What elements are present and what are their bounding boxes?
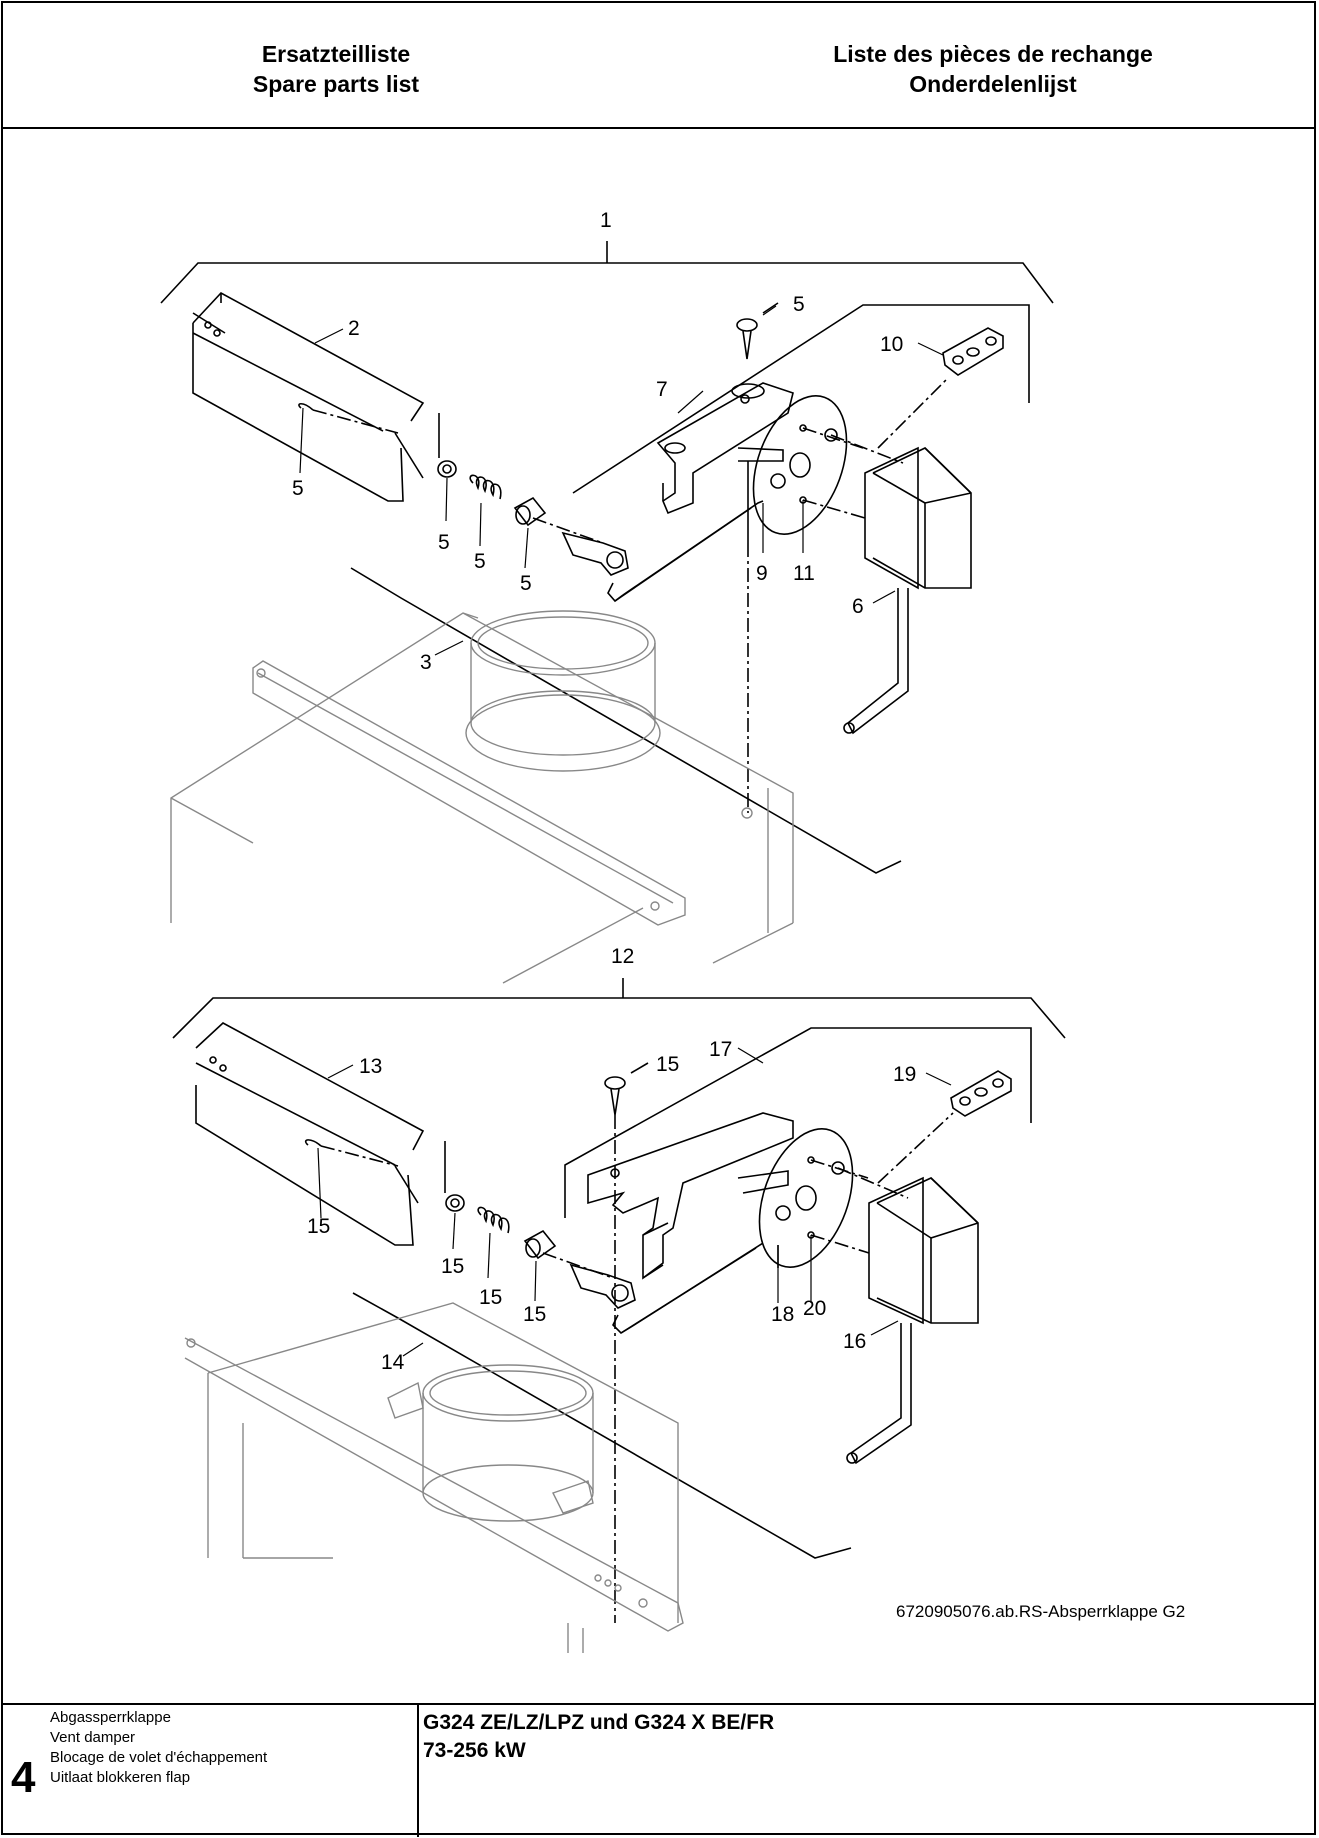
group-bracket-12 [172, 997, 1066, 1039]
callout-11: 11 [793, 562, 815, 585]
exploded-view-svg: 1 2 5 10 7 5 5 5 5 9 11 6 3 12 13 17 15 … [160, 209, 1185, 1653]
callout-3: 3 [420, 651, 432, 674]
model-info: G324 ZE/LZ/LPZ und G324 X BE/FR 73-256 k… [423, 1709, 774, 1765]
callout-10: 10 [880, 333, 903, 356]
screw-top [736, 302, 779, 360]
damper-blade-2 [195, 1022, 425, 1246]
section-title-en: Vent damper [50, 1729, 136, 1746]
section-title-fr: Blocage de volet d'échappement [50, 1749, 268, 1766]
page-number: 4 [11, 1753, 36, 1802]
actuator-disc [737, 395, 848, 543]
drawing-caption: 6720905076.ab.RS-Absperrklappe G2 [896, 1602, 1185, 1621]
spring-set-2 [444, 1141, 557, 1260]
mounting-bracket [572, 304, 1030, 515]
model-name: G324 ZE/LZ/LPZ und G324 X BE/FR [423, 1711, 775, 1734]
actuator-motor-2 [846, 1176, 979, 1465]
bottom-assembly [172, 978, 1066, 1623]
flue-housing-bottom [184, 1302, 684, 1653]
callout-16: 16 [843, 1330, 866, 1353]
callout-1: 1 [600, 209, 612, 232]
callout-18: 18 [771, 1303, 794, 1326]
footer-divider [417, 1705, 419, 1837]
callout-15-washer: 15 [441, 1255, 464, 1278]
section-title-de: Abgassperrklappe [50, 1709, 171, 1726]
callout-7: 7 [656, 378, 668, 401]
section-titles: Abgassperrklappe Vent damper Blocage de … [50, 1708, 267, 1788]
callout-19: 19 [893, 1063, 916, 1086]
callout-15-spring: 15 [479, 1286, 502, 1309]
callout-12: 12 [611, 945, 634, 968]
flue-housing-top [170, 610, 794, 984]
page-footer: 4 Abgassperrklappe Vent damper Blocage d… [3, 1703, 1314, 1837]
header-right-titles: Liste des pièces de rechange Onderdelenl… [783, 39, 1203, 99]
exploded-drawing: 1 2 5 10 7 5 5 5 5 9 11 6 3 12 13 17 15 … [3, 129, 1318, 1705]
callout-17: 17 [709, 1038, 732, 1061]
header-title-de: Ersatzteilliste [261, 41, 411, 67]
actuator-disc-2 [737, 1128, 854, 1268]
callout-2: 2 [348, 317, 360, 340]
model-power-range: 73-256 kW [423, 1739, 526, 1762]
crank-arm-2 [569, 1242, 764, 1335]
callout-5-bushing: 5 [520, 572, 532, 595]
callout-20: 20 [803, 1297, 826, 1320]
callout-6: 6 [852, 595, 864, 618]
damper-blade [192, 292, 425, 502]
top-assembly [160, 241, 1054, 874]
actuator-motor [843, 446, 972, 735]
header-title-en: Spare parts list [252, 71, 420, 97]
header-title-fr: Liste des pièces de rechange [833, 41, 1153, 67]
callout-13: 13 [359, 1055, 382, 1078]
header-title-nl: Onderdelenlijst [909, 71, 1077, 97]
callout-15-blade: 15 [307, 1215, 330, 1238]
mounting-bracket-2 [564, 1027, 1032, 1280]
callout-14: 14 [381, 1351, 405, 1374]
callout-15-bushing: 15 [523, 1303, 546, 1326]
screw-bottom [604, 1062, 649, 1116]
spring-set [437, 413, 547, 527]
connector-plate [942, 327, 1004, 376]
page-header: Ersatzteilliste Spare parts list Liste d… [3, 3, 1314, 129]
header-left-titles: Ersatzteilliste Spare parts list [186, 39, 486, 99]
crank-arm [561, 500, 764, 603]
section-title-nl: Uitlaat blokkeren flap [50, 1769, 191, 1786]
callout-15-screw: 15 [656, 1053, 679, 1076]
group-bracket-1 [160, 262, 1054, 304]
callout-5-blade: 5 [292, 477, 304, 500]
callout-9: 9 [756, 562, 768, 585]
callout-5-spring: 5 [474, 550, 486, 573]
callout-5-screw: 5 [793, 293, 805, 316]
leader-lines [299, 305, 952, 1357]
callout-5-washer: 5 [438, 531, 450, 554]
connector-plate-2 [950, 1070, 1012, 1117]
